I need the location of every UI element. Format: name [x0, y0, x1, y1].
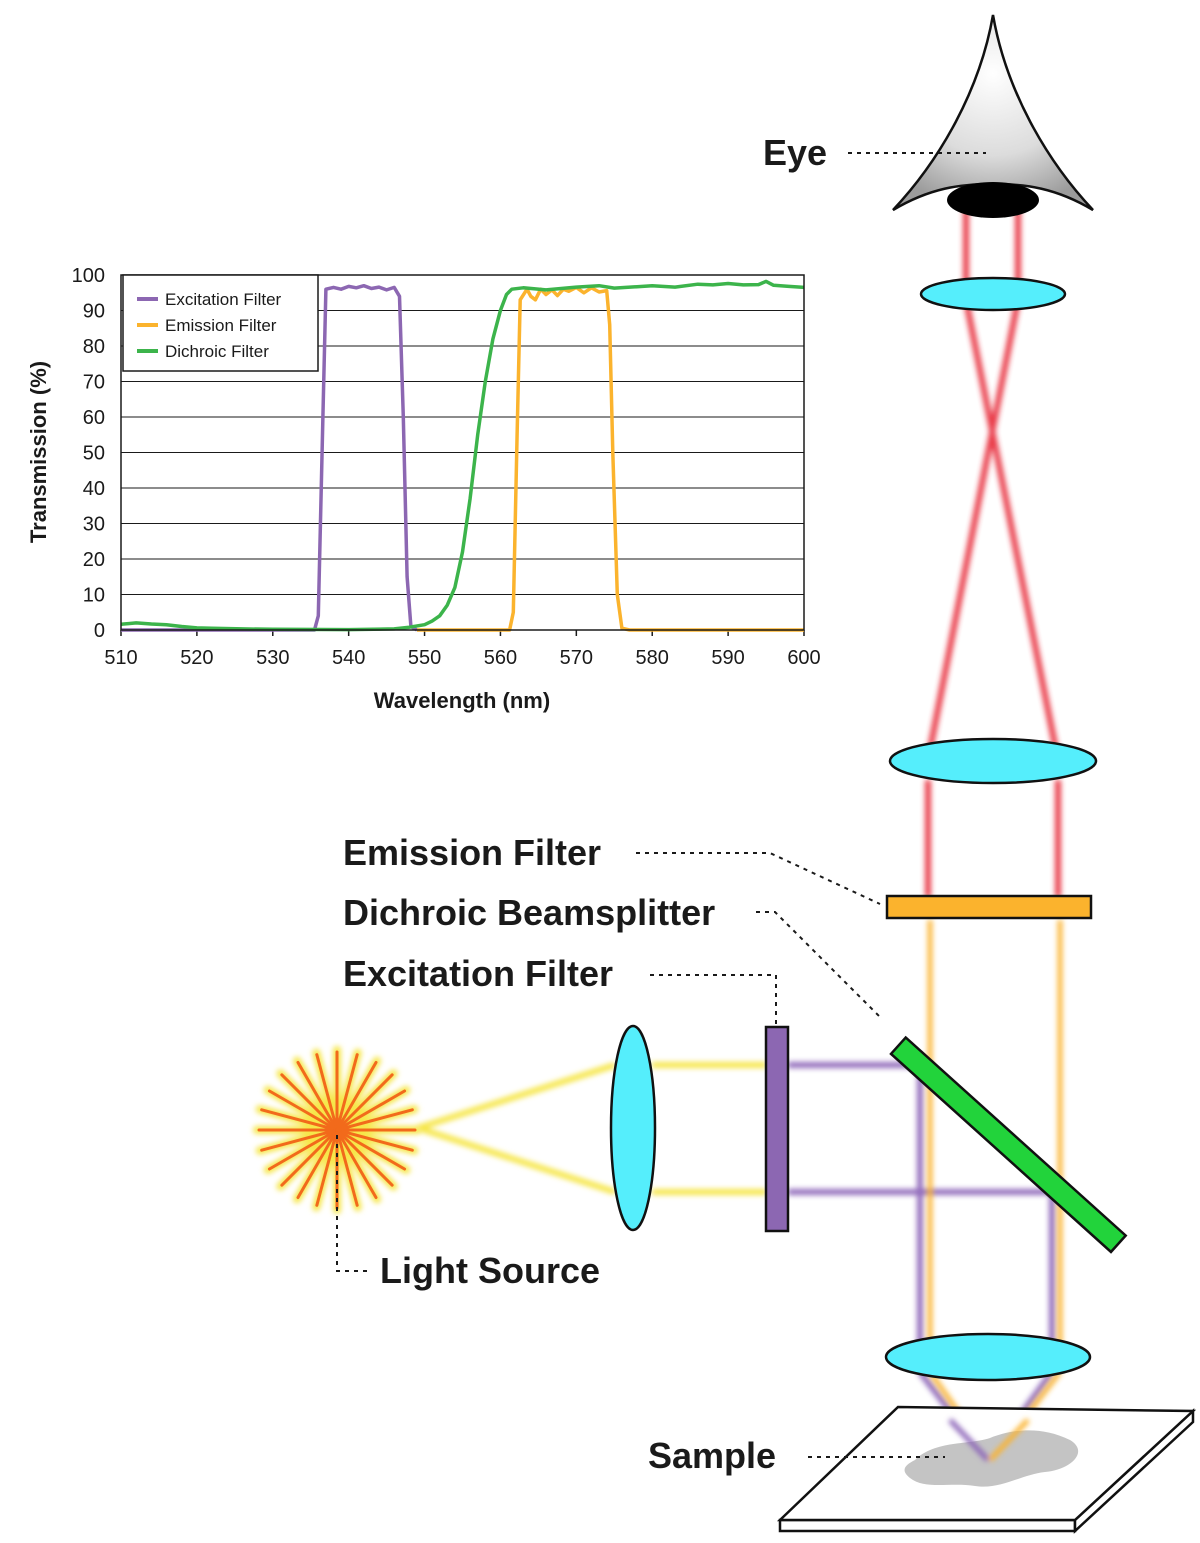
x-tick-label: 580 [636, 647, 669, 669]
y-tick-label: 20 [83, 549, 105, 571]
transmission-chart: 0 10 20 30 40 50 60 70 80 90 100 510 520 530 540 550 56… [26, 265, 821, 713]
excitation-filter-leader [650, 974, 777, 1025]
dichroic-leader [756, 911, 881, 1018]
y-tick-label: 0 [94, 620, 105, 642]
objective-lens [884, 1332, 1092, 1382]
legend-label: Excitation Filter [165, 290, 282, 309]
eye-label: Eye [763, 132, 827, 173]
light-source-icon [253, 1046, 421, 1214]
legend-label: Emission Filter [165, 316, 277, 335]
sample-label: Sample [648, 1435, 776, 1476]
y-tick-label: 90 [83, 301, 105, 323]
y-tick-label: 100 [72, 265, 105, 287]
series-line-excitation-filter [121, 283, 418, 632]
series-line-dichroic-filter [120, 279, 805, 632]
yellow-illumination-beam [417, 1062, 766, 1195]
y-tick-label: 80 [83, 336, 105, 358]
red-emission-beam [925, 210, 1061, 897]
x-tick-label: 520 [180, 647, 213, 669]
emission-filter-plate [885, 894, 1093, 920]
excitation-filter-plate [764, 1025, 790, 1233]
light-source-leader [336, 1135, 370, 1272]
sample-slide [776, 1405, 1197, 1534]
x-tick-label: 550 [408, 647, 441, 669]
x-tick-label: 560 [484, 647, 517, 669]
x-tick-labels: 510 520 530 540 550 560 570 580 590 600 [104, 630, 821, 669]
x-tick-label: 530 [256, 647, 289, 669]
y-tick-label: 60 [83, 407, 105, 429]
violet-excitation-beam [788, 1062, 1055, 1462]
eyepiece-lens [919, 276, 1067, 312]
y-axis-label: Transmission (%) [26, 361, 51, 543]
x-axis-label: Wavelength (nm) [374, 688, 550, 713]
x-tick-label: 540 [332, 647, 365, 669]
sample-focus [948, 1418, 1030, 1462]
y-tick-label: 40 [83, 478, 105, 500]
chart-series [120, 279, 805, 632]
y-tick-labels: 0 10 20 30 40 50 60 70 80 90 100 [72, 265, 105, 642]
y-tick-label: 50 [83, 443, 105, 465]
plot-frame [120, 274, 805, 631]
y-tick-label: 70 [83, 372, 105, 394]
dichroic-beamsplitter-plate [889, 1035, 1128, 1254]
x-tick-label: 510 [104, 647, 137, 669]
excitation-filter-label: Excitation Filter [343, 953, 613, 994]
eye-icon [892, 14, 1094, 218]
y-tick-label: 30 [83, 514, 105, 536]
emission-filter-label: Emission Filter [343, 832, 601, 873]
x-tick-label: 570 [560, 647, 593, 669]
tube-lens [888, 737, 1098, 785]
x-tick-label: 600 [787, 647, 820, 669]
x-tick-label: 590 [711, 647, 744, 669]
y-tick-label: 10 [83, 585, 105, 607]
light-source-label: Light Source [380, 1250, 600, 1291]
legend-label: Dichroic Filter [165, 342, 269, 361]
collector-lens [609, 1024, 657, 1232]
dichroic-beamsplitter-label: Dichroic Beamsplitter [343, 892, 715, 933]
